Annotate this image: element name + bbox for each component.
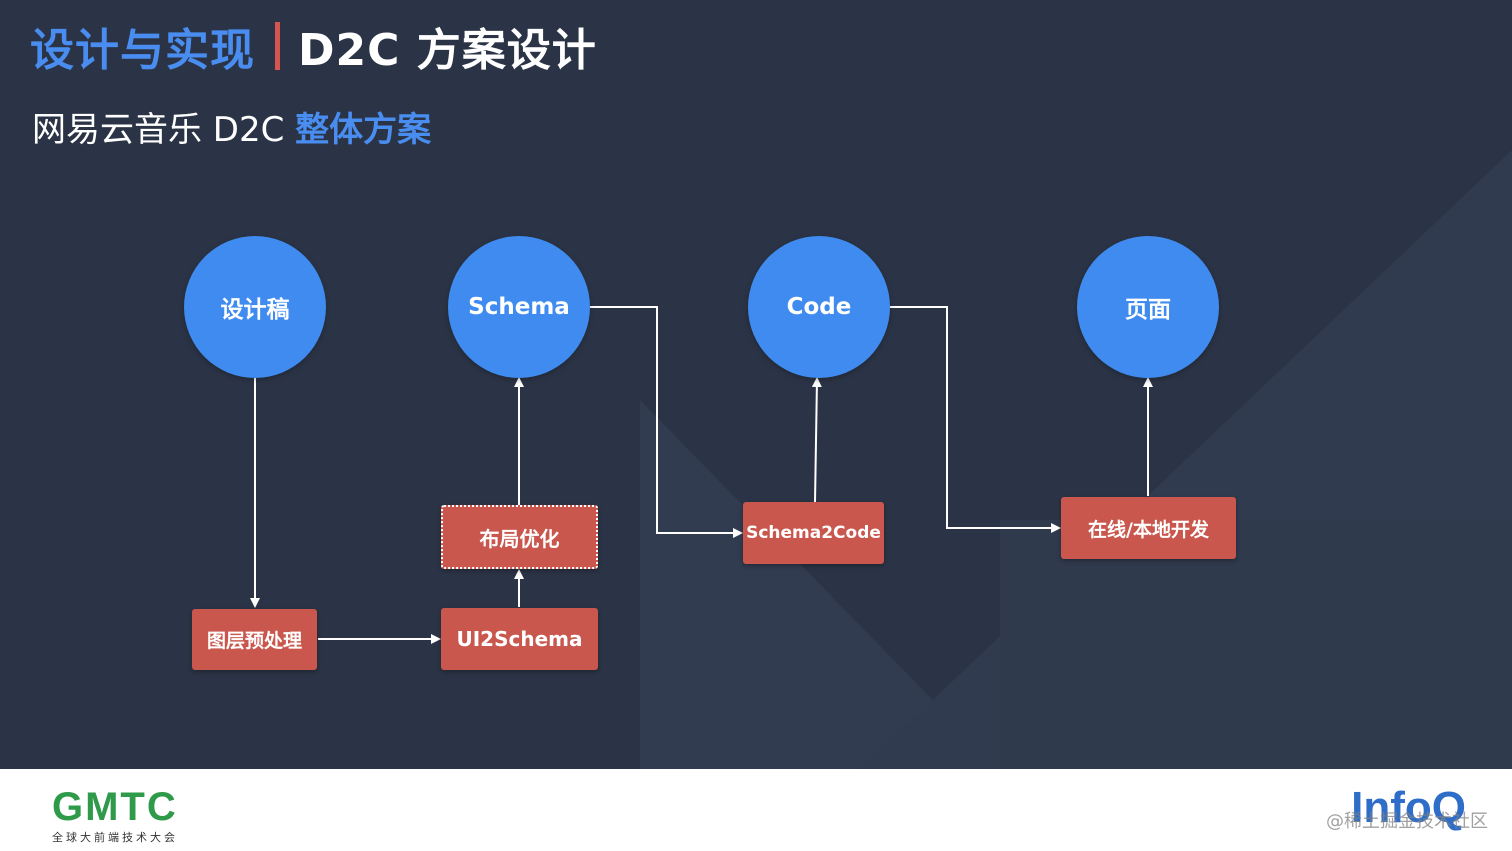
- subtitle-plain: 网易云音乐 D2C: [32, 110, 296, 150]
- background-decoration: [0, 0, 1512, 769]
- gmtc-logo: GMTC: [52, 785, 178, 829]
- node-schema: Schema: [448, 236, 590, 378]
- title-topic: D2C 方案设计: [298, 25, 597, 76]
- node-online-local-dev: 在线/本地开发: [1061, 497, 1236, 559]
- slide-subtitle: 网易云音乐 D2C 整体方案: [32, 102, 431, 151]
- slide: 设计与实现 D2C 方案设计 网易云音乐 D2C 整体方案 设计稿 Schema…: [0, 0, 1512, 769]
- subtitle-highlight: 整体方案: [295, 110, 432, 150]
- node-ui2schema: UI2Schema: [441, 608, 598, 670]
- node-code: Code: [748, 236, 890, 378]
- node-design: 设计稿: [184, 236, 326, 378]
- footer: GMTC 全球大前端技术大会 InfoQ @稀土掘金技术社区: [0, 769, 1512, 851]
- node-page: 页面: [1077, 236, 1219, 378]
- arrow-code-to-online: [889, 306, 1061, 533]
- node-schema2code: Schema2Code: [743, 502, 884, 564]
- watermark: @稀土掘金技术社区: [1326, 811, 1488, 832]
- node-preprocess: 图层预处理: [192, 609, 317, 670]
- slide-title: 设计与实现 D2C 方案设计: [30, 16, 597, 76]
- gmtc-subtitle: 全球大前端技术大会: [52, 831, 178, 844]
- arrow-schema-to-schema2code: [590, 306, 743, 538]
- node-layout-optimization: 布局优化: [441, 505, 598, 569]
- gmtc-logo-block: GMTC 全球大前端技术大会: [52, 787, 178, 845]
- title-separator: [275, 22, 280, 70]
- title-section: 设计与实现: [30, 25, 255, 76]
- arrow-schema2code-to-code: [811, 377, 822, 503]
- flow-connectors: [250, 306, 1153, 644]
- infoq-logo: InfoQ: [1351, 783, 1466, 832]
